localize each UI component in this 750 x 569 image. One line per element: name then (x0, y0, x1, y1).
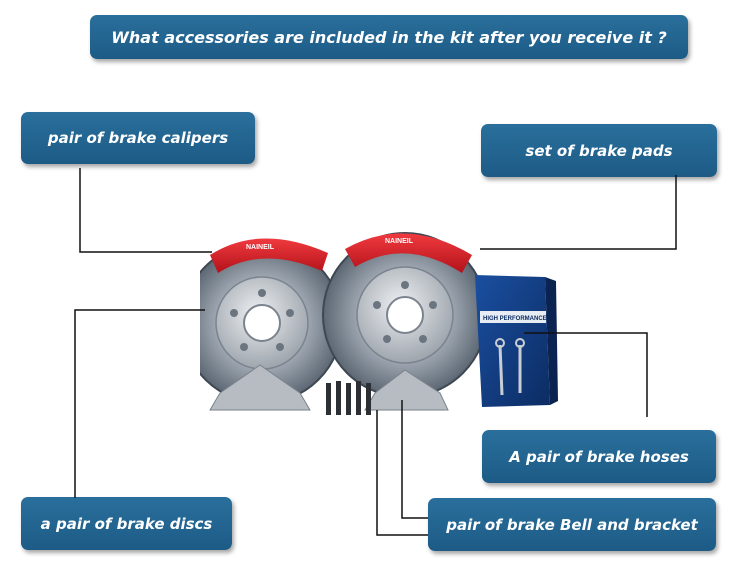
brake-discs-label-text: a pair of brake discs (40, 514, 213, 533)
brake-discs-label: a pair of brake discs (21, 497, 232, 550)
right-brake-disc (322, 232, 488, 398)
left-brake-caliper: NAINEIL (210, 238, 328, 273)
bolts (326, 381, 371, 415)
bell-bracket-label: pair of brake Bell and bracket (428, 498, 716, 551)
discs-leader (74, 309, 205, 498)
question-banner: What accessories are included in the kit… (90, 15, 688, 59)
hoses-leader (524, 332, 648, 417)
question-text: What accessories are included in the kit… (111, 27, 667, 47)
bell-bracket-label-text: pair of brake Bell and bracket (446, 515, 698, 534)
brake-pads-label-text: set of brake pads (525, 141, 673, 160)
calipers-label: pair of brake calipers (21, 112, 255, 164)
calipers-label-text: pair of brake calipers (47, 129, 229, 147)
bell-bracket-leader-2 (401, 400, 428, 519)
pads-leader (480, 175, 677, 250)
svg-text:HIGH PERFORMANCE: HIGH PERFORMANCE (483, 316, 547, 322)
brake-pads-label: set of brake pads (481, 124, 717, 177)
brake-pad-box: HIGH PERFORMANCE (475, 275, 558, 407)
bell-bracket-leader-1 (376, 410, 428, 536)
brake-hoses-label: A pair of brake hoses (482, 430, 716, 483)
brake-hoses-label-text: A pair of brake hoses (509, 447, 689, 466)
brake-kit-image: NAINEIL NAINEIL HIGH PERFORMANCE (200, 232, 558, 415)
right-brake-caliper: NAINEIL (345, 233, 472, 273)
svg-text:NAINEIL: NAINEIL (385, 238, 414, 245)
svg-text:NAINEIL: NAINEIL (246, 244, 275, 251)
calipers-leader (79, 168, 212, 253)
